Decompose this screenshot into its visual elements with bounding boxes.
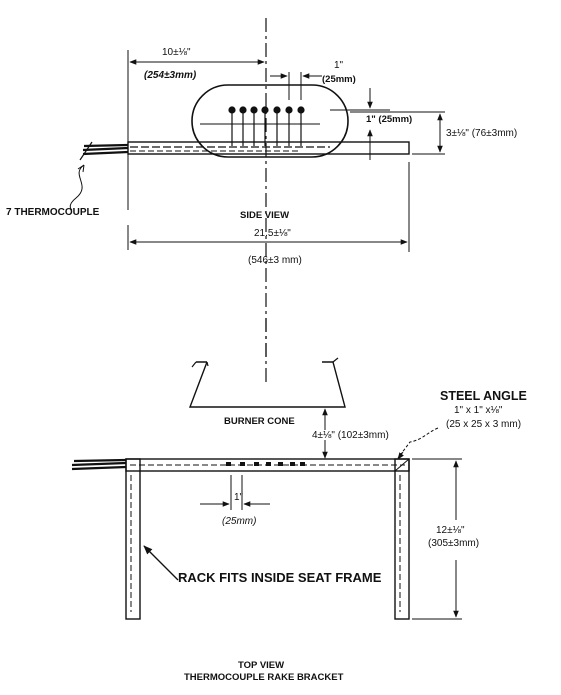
- steel-angle-size: 1" x 1" x⅛": [454, 405, 503, 416]
- dim-1in-top-label: 1": [334, 60, 344, 71]
- top-view: [71, 318, 462, 620]
- thermocouple-markers: [226, 462, 305, 466]
- steel-angle-metric: (25 x 25 x 3 mm): [446, 419, 521, 430]
- corner-diagonal: [394, 458, 410, 472]
- dim-10-bottom: (254±3mm): [144, 70, 197, 81]
- caption-line2: THERMOCOUPLE RAKE BRACKET: [184, 672, 344, 683]
- dim-12-top: 12±⅛": [436, 525, 465, 536]
- dim-12-bottom: (305±3mm): [428, 538, 479, 549]
- wire-bundle: [82, 143, 129, 156]
- burner-outline: [191, 84, 349, 158]
- side-view-title: SIDE VIEW: [240, 210, 289, 221]
- frame-left-leg: [125, 458, 141, 620]
- frame-right-leg: [394, 458, 410, 620]
- dim-10-top: 10±⅛": [162, 47, 191, 58]
- wire-end: [79, 141, 93, 161]
- steel-angle-leader: [397, 427, 439, 459]
- dim-1in-small-label: 1": [234, 492, 244, 503]
- side-view: [69, 18, 445, 385]
- thermocouple-leader: [69, 164, 85, 211]
- wire-bundle-top: [71, 458, 127, 471]
- dim-1in-top-metric: (25mm): [322, 74, 356, 85]
- burner-cone: [188, 361, 346, 408]
- burner-cone-label: BURNER CONE: [224, 416, 295, 427]
- dim-21-top: 21.5±⅛": [254, 228, 291, 239]
- rake-bar-side: [127, 141, 410, 155]
- thermocouple-probes: [228, 106, 305, 146]
- dim-3in-label: 3±⅛" (76±3mm): [446, 128, 517, 139]
- thermocouple-label: 7 THERMOCOUPLE: [6, 207, 100, 218]
- caption-line1: TOP VIEW: [238, 660, 284, 671]
- dim-21-bottom: (546±3 mm): [248, 255, 302, 266]
- dim-4in-label: 4±⅛" (102±3mm): [312, 430, 389, 441]
- dim-1in-right-label: 1" (25mm): [366, 114, 412, 125]
- dim-1in-small-metric: (25mm): [222, 516, 256, 527]
- rack-note-arrow: [143, 545, 179, 581]
- steel-angle-title: STEEL ANGLE: [440, 389, 527, 403]
- rack-note: RACK FITS INSIDE SEAT FRAME: [178, 570, 382, 585]
